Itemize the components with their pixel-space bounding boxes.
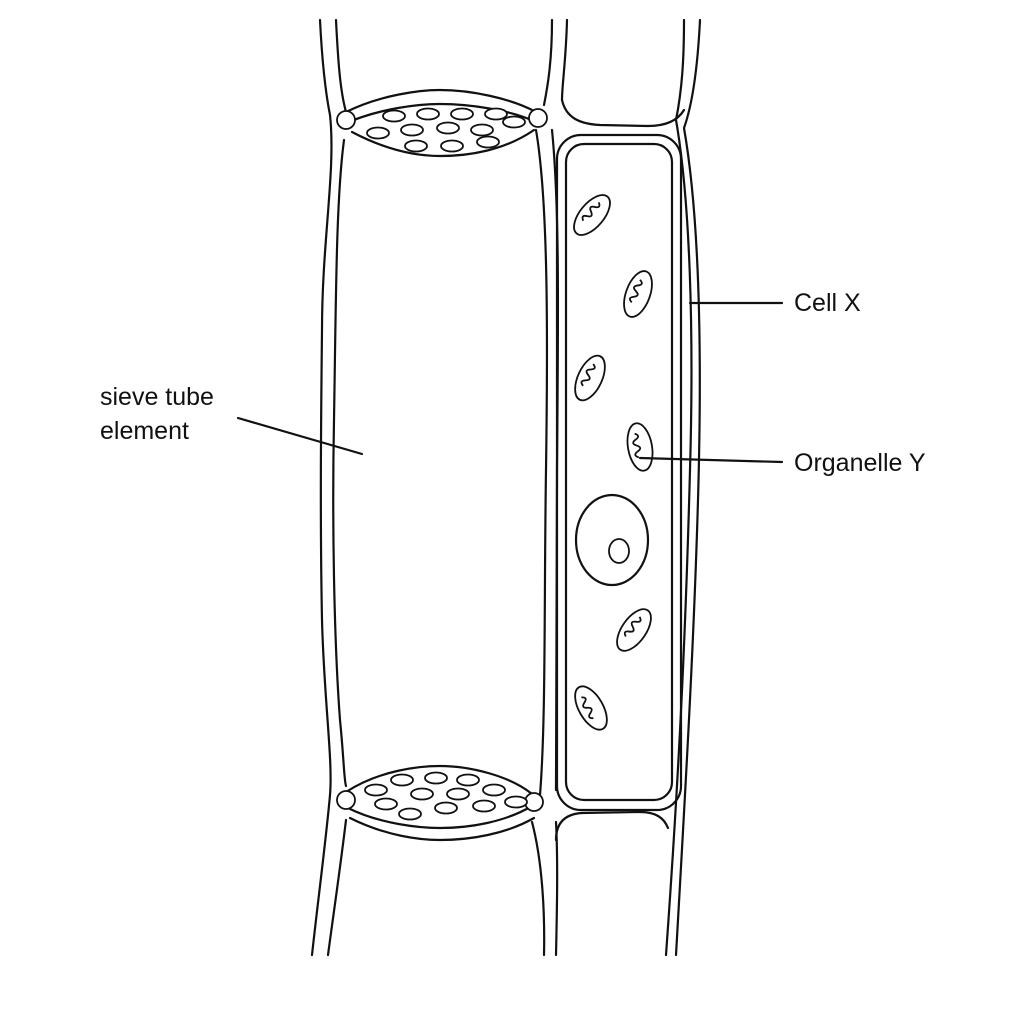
mitochondrion xyxy=(573,194,611,236)
organelle-y-label: Organelle Y xyxy=(794,449,926,477)
sieve-pores-top xyxy=(366,107,526,153)
upper-adjacent-cell xyxy=(560,98,686,128)
mitochondria xyxy=(573,194,654,731)
companion-cell-outline xyxy=(555,133,683,812)
organelle-y-mitochondrion xyxy=(626,422,654,472)
lower-adjacent-cell xyxy=(554,810,670,842)
mitochondrion xyxy=(574,685,608,731)
nucleus xyxy=(574,493,650,587)
mitochondrion xyxy=(623,270,653,318)
nucleolus xyxy=(608,538,630,564)
sieve-tube-label-line2: element xyxy=(100,417,189,445)
sieve-plate-top xyxy=(336,88,548,158)
sieve-plate-bottom xyxy=(336,764,544,842)
mitochondrion xyxy=(616,608,652,652)
shared-cell-wall xyxy=(530,18,569,957)
sieve-pores-bottom xyxy=(364,771,528,821)
organelle-y-leader-line xyxy=(638,456,784,464)
sieve-tube-left-wall xyxy=(310,18,348,957)
companion-right-wall xyxy=(664,18,702,957)
mitochondrion xyxy=(574,354,606,402)
sieve-tube-leader-line xyxy=(236,416,364,456)
cell-x-label: Cell X xyxy=(794,289,861,317)
sieve-tube-label-line1: sieve tube xyxy=(100,383,214,411)
